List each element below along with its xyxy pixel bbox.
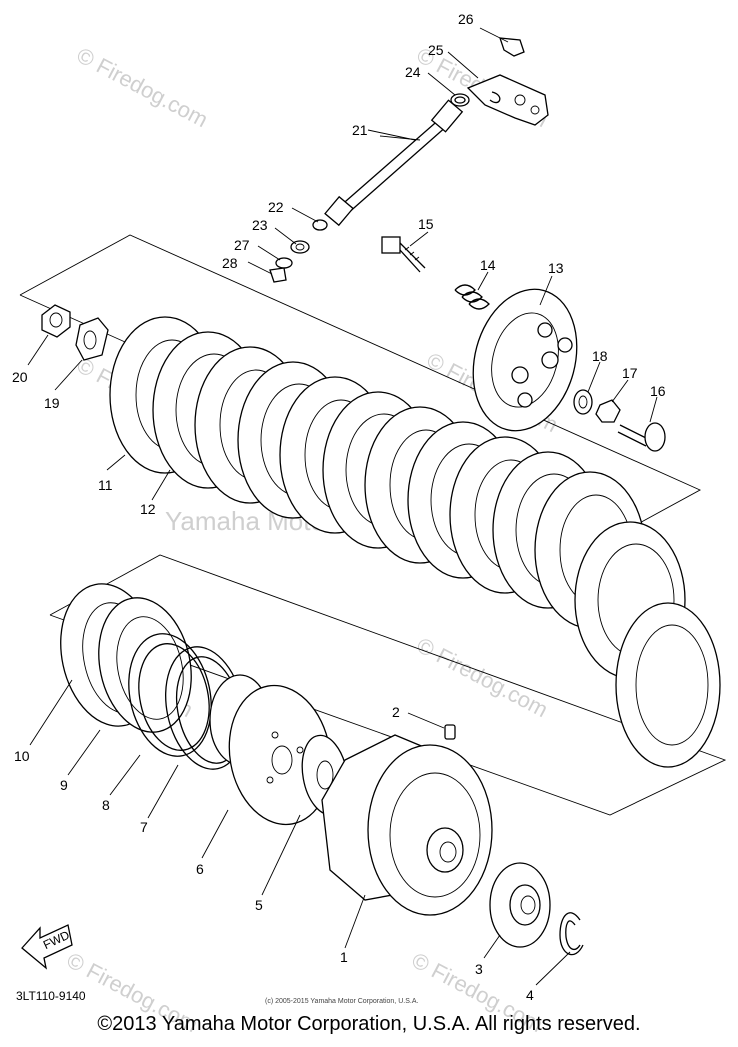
callout-17: 17 [622,365,638,381]
bolt-15 [381,236,426,273]
callout-22: 22 [268,199,284,215]
callout-23: 23 [252,217,268,233]
clutch-boss-6 [209,674,332,826]
callout-24: 24 [405,64,421,80]
callout-3: 3 [475,961,483,977]
callout-1: 1 [340,949,348,965]
callout-5: 5 [255,897,263,913]
callout-14: 14 [480,257,496,273]
callout-12: 12 [140,501,156,517]
callout-6: 6 [196,861,204,877]
callout-11: 11 [98,477,113,493]
callout-18: 18 [592,348,608,364]
gear-3 [489,862,551,948]
forward-arrow-icon: FWD [21,924,73,970]
clip-26 [499,37,525,57]
pin-2 [444,724,456,740]
nut-20 [41,304,71,338]
spring-14 [454,284,490,310]
nut-17 [595,399,621,423]
callout-16: 16 [650,383,666,399]
primary-driven-gear-1 [321,734,493,916]
copyright-footer: ©2013 Yamaha Motor Corporation, U.S.A. A… [97,1013,641,1035]
callout-8: 8 [102,797,110,813]
spring-24 [450,93,470,107]
callout-25: 25 [428,42,444,58]
callout-21: 21 [352,122,368,138]
push-lever-25 [466,74,549,126]
callout-15: 15 [418,216,434,232]
washer-22 [312,219,328,231]
callout-labels: 26 25 24 21 22 23 27 28 15 14 13 18 17 1… [12,11,666,1003]
callout-19: 19 [44,395,60,411]
lock-washer-19 [75,317,109,361]
push-rod-21 [324,99,464,227]
ring-8 [128,633,212,757]
clip-28 [269,267,287,283]
clutch-plate-stack [109,316,721,768]
callout-7: 7 [140,819,148,835]
callout-27: 27 [234,237,250,253]
callout-26: 26 [458,11,474,27]
callout-4: 4 [526,987,534,1003]
fine-print: (c) 2005-2015 Yamaha Motor Corporation, … [265,998,418,1005]
bolt-16 [617,422,666,452]
washer-18 [573,389,593,415]
watermark: © Firedog.com [413,632,552,722]
watermark: © Firedog.com [73,42,212,132]
diagram-code: 3LT110-9140 [16,989,86,1003]
callout-28: 28 [222,255,238,271]
pressure-plate-13 [472,288,578,432]
circlip-4 [559,912,584,956]
callout-2: 2 [392,704,400,720]
callout-10: 10 [14,748,30,764]
plate-9 [98,597,192,733]
callout-20: 20 [12,369,28,385]
callout-13: 13 [548,260,564,276]
leader-lines [27,27,658,986]
nut-23 [290,240,310,254]
callout-9: 9 [60,777,68,793]
